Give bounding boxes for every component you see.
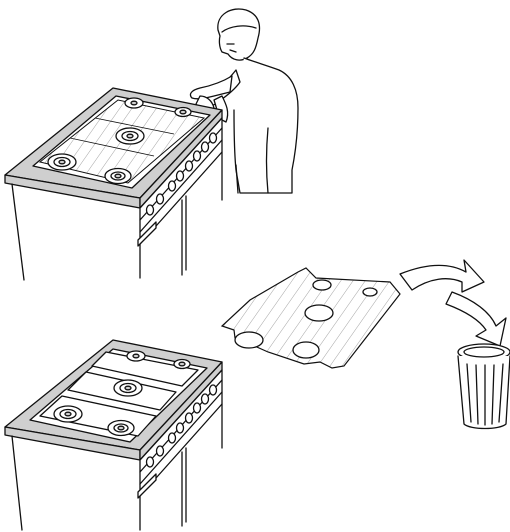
burner-icon	[108, 421, 134, 436]
burner-icon	[116, 128, 144, 144]
peeled-film	[222, 268, 400, 368]
removed-film-group	[222, 260, 510, 429]
cooker-bottom	[5, 340, 222, 530]
bottom-panel	[5, 340, 222, 530]
burner-icon	[127, 351, 145, 361]
cooker-top	[5, 88, 222, 280]
burner-icon	[174, 360, 190, 369]
person-figure	[190, 9, 298, 193]
burner-icon	[125, 98, 143, 108]
curved-arrow-icon	[400, 260, 506, 346]
burner-icon	[48, 154, 76, 170]
burner-icon	[114, 380, 142, 396]
burner-icon	[54, 406, 82, 422]
trash-bin-icon	[458, 344, 510, 429]
top-panel	[5, 9, 298, 280]
burner-icon	[105, 169, 131, 184]
burner-icon	[175, 108, 191, 117]
